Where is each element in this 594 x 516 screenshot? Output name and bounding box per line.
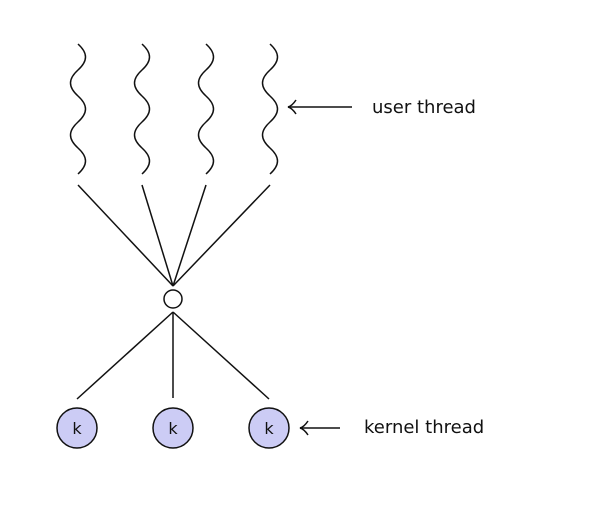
kernel-thread-label-text: kernel thread <box>364 417 485 438</box>
user-thread-arrow <box>287 99 352 115</box>
user-thread-4 <box>261 43 279 175</box>
kernel-thread-label: k <box>168 419 178 438</box>
kernel-thread-2: k <box>152 407 194 449</box>
connector-user-4 <box>172 184 271 287</box>
connector-kernel-1 <box>76 311 174 400</box>
user-thread-1 <box>69 43 87 175</box>
connector-user-3 <box>172 184 207 287</box>
kernel-thread-circle <box>56 407 98 449</box>
mapping-node <box>163 289 183 309</box>
kernel-thread-circle <box>248 407 290 449</box>
kernel-thread-3: k <box>248 407 290 449</box>
user-thread-3 <box>197 43 215 175</box>
kernel-threads: k k k <box>56 407 290 449</box>
kernel-thread-label: k <box>264 419 274 438</box>
user-thread-label: user thread <box>372 97 476 118</box>
connector-user-2 <box>141 184 174 287</box>
user-thread-2 <box>133 43 151 175</box>
kernel-thread-arrow <box>299 420 340 436</box>
node-to-kernel-connectors <box>76 311 270 400</box>
user-threads <box>69 43 279 175</box>
user-to-node-connectors <box>77 184 271 287</box>
kernel-thread-1: k <box>56 407 98 449</box>
connector-user-1 <box>77 184 174 287</box>
connector-kernel-3 <box>172 311 270 400</box>
kernel-thread-label: k <box>72 419 82 438</box>
kernel-thread-circle <box>152 407 194 449</box>
